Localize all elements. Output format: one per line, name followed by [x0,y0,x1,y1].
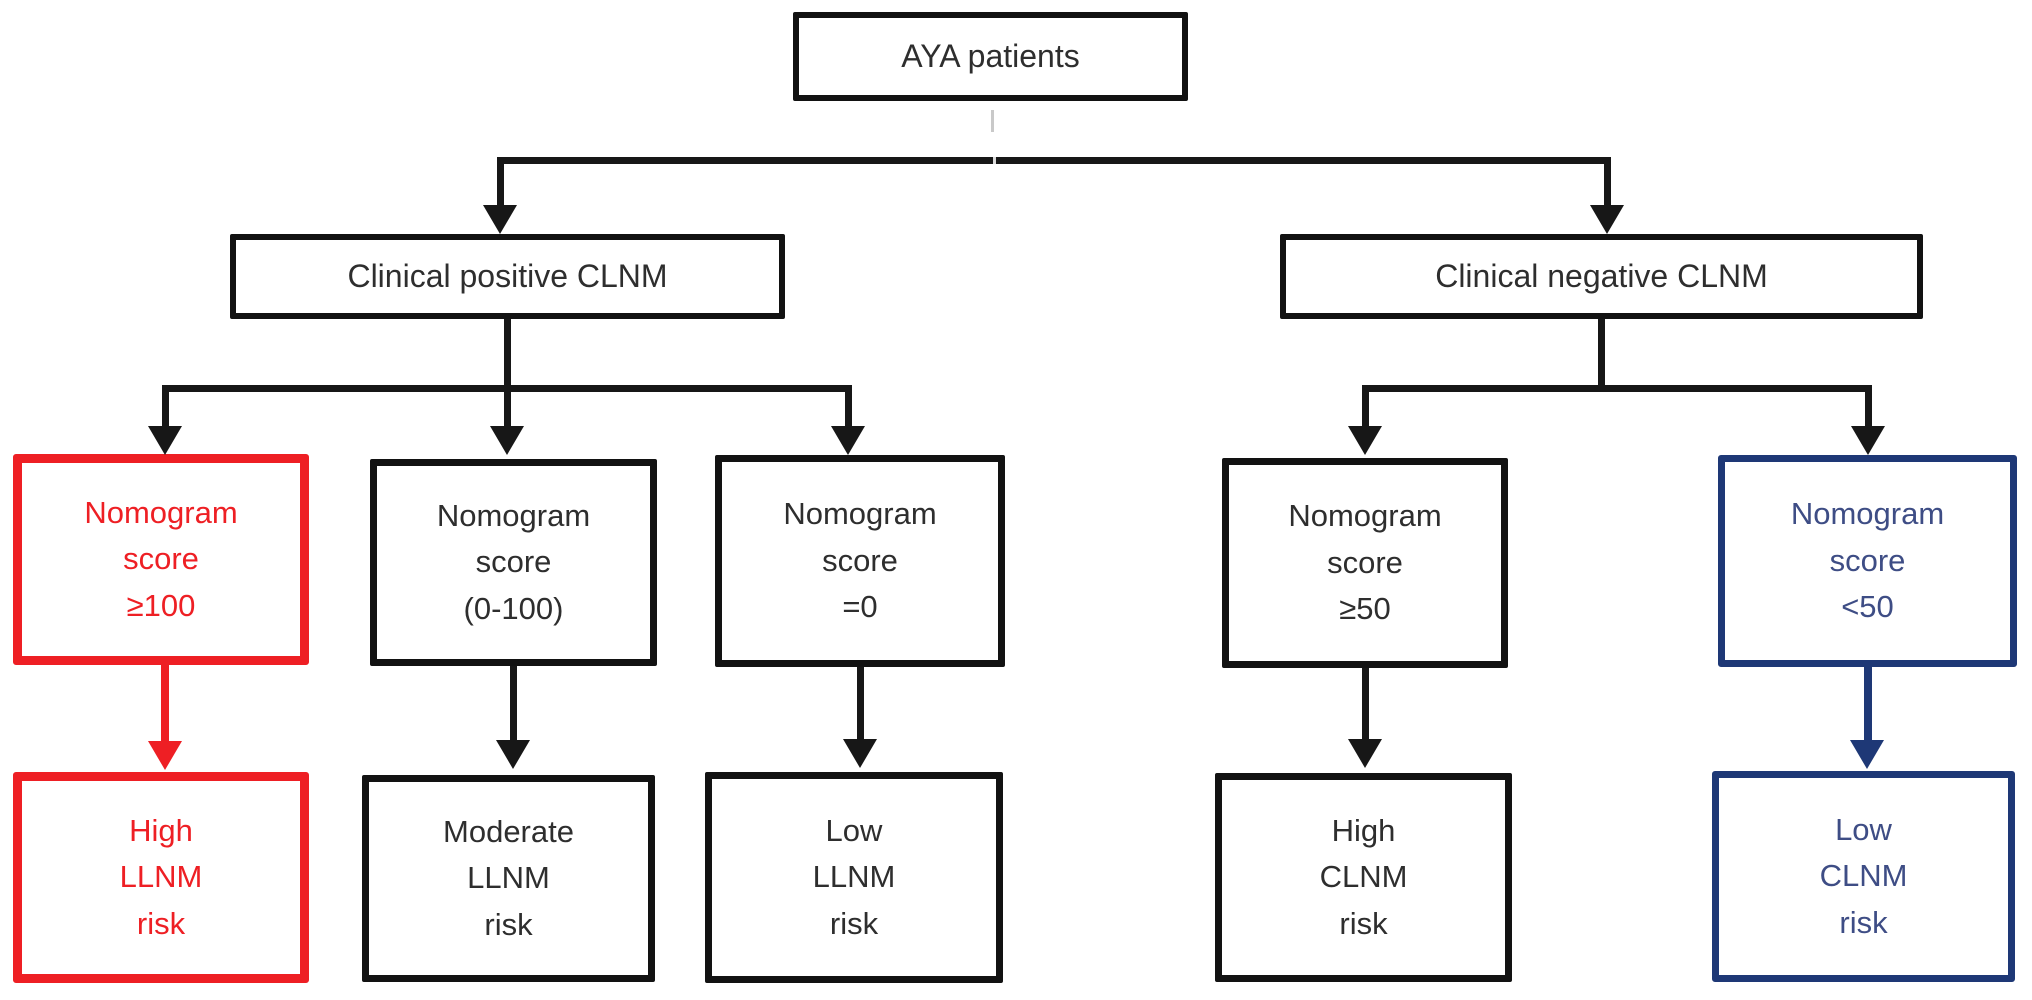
connector-drop-to-eq0 [845,385,852,428]
connector-lt50-to-low-clnm [1864,665,1872,742]
node-nomogram-score-0-100: Nomogram score (0-100) [370,459,657,666]
node-high-clnm-risk: High CLNM risk [1215,773,1512,982]
node-clinical-negative-clnm: Clinical negative CLNM [1280,234,1923,319]
arrowhead-to-nomogram-eq0 [831,426,865,455]
arrowhead-to-nomogram-ge100 [148,426,182,455]
node-nomogram-score-lt50: Nomogram score <50 [1718,455,2017,667]
connector-drop-to-negative [1604,157,1611,209]
arrowhead-to-nomogram-ge50 [1348,426,1382,455]
node-nomogram-score-eq0: Nomogram score =0 [715,455,1005,667]
connector-eq0-to-low-llnm [857,665,864,741]
arrowhead-to-nomogram-0-100 [490,426,524,455]
arrowhead-to-high-clnm [1348,739,1382,768]
node-low-llnm-risk: Low LLNM risk [705,772,1003,983]
node-low-clnm-risk: Low CLNM risk [1712,771,2015,982]
node-nomogram-score-ge50: Nomogram score ≥50 [1222,458,1508,668]
connector-drop-to-positive [497,157,504,209]
arrowhead-to-high-llnm [148,741,182,770]
connector-top-horizontal-seam [993,157,996,164]
connector-top-horizontal [497,157,1611,164]
connector-right-fan-horizontal [1362,385,1872,392]
node-moderate-llnm-risk: Moderate LLNM risk [362,775,655,982]
arrowhead-to-low-clnm [1850,740,1884,769]
connector-drop-to-ge50 [1362,385,1369,428]
connector-aya-seam [991,110,994,132]
arrowhead-to-low-llnm [843,739,877,768]
connector-negative-stem [1598,319,1605,388]
arrowhead-to-clinical-negative [1590,205,1624,234]
connector-ge50-to-high-clnm [1362,666,1369,741]
node-clinical-positive-clnm: Clinical positive CLNM [230,234,785,319]
connector-left-fan-horizontal [162,385,852,392]
arrowhead-to-moderate-llnm [496,740,530,769]
node-aya-patients: AYA patients [793,12,1188,101]
connector-positive-stem [504,319,511,427]
arrowhead-to-nomogram-lt50 [1851,426,1885,455]
connector-ge100-to-high-llnm [161,663,169,743]
arrowhead-to-clinical-positive [483,205,517,234]
node-high-llnm-risk: High LLNM risk [13,772,309,983]
connector-drop-to-lt50 [1865,385,1872,428]
connector-0-100-to-moderate-llnm [510,664,517,742]
connector-drop-to-ge100 [162,385,169,428]
node-nomogram-score-ge100: Nomogram score ≥100 [13,454,309,665]
